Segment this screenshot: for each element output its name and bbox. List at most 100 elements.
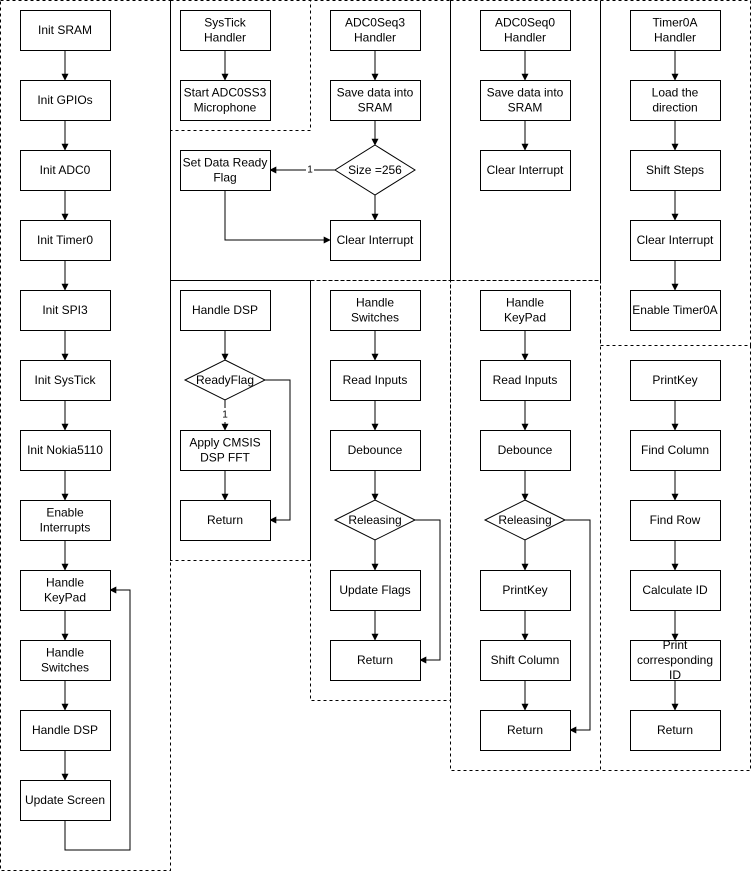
node-kp-debounce: Debounce bbox=[480, 430, 571, 471]
node-shift-steps: Shift Steps bbox=[630, 150, 721, 191]
switches-section bbox=[310, 280, 451, 701]
node-label: Print bbox=[663, 638, 688, 652]
node-label: Init SPI3 bbox=[42, 303, 88, 317]
node-label: Init SysTick bbox=[35, 373, 97, 387]
node-label: Init GPIOs bbox=[37, 93, 92, 107]
node-label: Releasing bbox=[348, 513, 401, 527]
node-label: corresponding bbox=[637, 653, 713, 667]
node-label: Handle bbox=[356, 296, 394, 310]
node-label: Save data into bbox=[337, 86, 414, 100]
node-sw-read: Read Inputs bbox=[330, 360, 421, 401]
systick-section bbox=[170, 0, 311, 131]
node-label: Timer0A bbox=[653, 16, 698, 30]
keypad-section bbox=[450, 280, 601, 771]
edge-label-ready-yes: 1 bbox=[222, 410, 228, 421]
node-pk-return: Return bbox=[630, 710, 721, 751]
node-init-timer0: Init Timer0 bbox=[20, 220, 111, 261]
node-main-handle-dsp: Handle DSP bbox=[20, 710, 111, 751]
node-label: Start ADC0SS3 bbox=[184, 86, 267, 100]
node-label: Interrupts bbox=[40, 521, 91, 535]
node-pk-calc-id: Calculate ID bbox=[630, 570, 721, 611]
node-label: Clear Interrupt bbox=[487, 163, 564, 177]
node-label: Shift Steps bbox=[646, 163, 704, 177]
node-label: Flag bbox=[213, 171, 236, 185]
node-set-flag: Set Data ReadyFlag bbox=[180, 150, 271, 191]
node-label: Handler bbox=[504, 31, 546, 45]
node-label: ADC0Seq0 bbox=[495, 16, 555, 30]
node-label: Return bbox=[657, 723, 693, 737]
edge-arrow bbox=[265, 379, 291, 524]
node-init-adc0: Init ADC0 bbox=[20, 150, 111, 191]
node-timer-clear: Clear Interrupt bbox=[630, 220, 721, 261]
node-label: Init ADC0 bbox=[40, 163, 91, 177]
node-pk-find-col: Find Column bbox=[630, 430, 721, 471]
node-label: Load the bbox=[652, 86, 699, 100]
node-label: Return bbox=[207, 513, 243, 527]
node-label: direction bbox=[652, 101, 697, 115]
node-label: Switches bbox=[41, 661, 89, 675]
node-kp-read: Read Inputs bbox=[480, 360, 571, 401]
node-dsp-handle: Handle DSP bbox=[180, 290, 271, 331]
node-seq3-clear: Clear Interrupt bbox=[330, 220, 421, 261]
node-init-gpios: Init GPIOs bbox=[20, 80, 111, 121]
node-label: Debounce bbox=[498, 443, 553, 457]
node-kp-releasing: Releasing bbox=[483, 499, 567, 541]
edge-arrow bbox=[64, 586, 131, 851]
node-label: PrintKey bbox=[502, 583, 547, 597]
node-label: Handle bbox=[506, 296, 544, 310]
node-label: Handle DSP bbox=[192, 303, 258, 317]
node-label: Handle bbox=[46, 576, 84, 590]
node-sw-return: Return bbox=[330, 640, 421, 681]
node-label: Calculate ID bbox=[642, 583, 708, 597]
node-label: Enable bbox=[46, 506, 84, 520]
node-label: Set Data Ready bbox=[183, 156, 268, 170]
node-label: Init Nokia5110 bbox=[27, 443, 103, 457]
node-ready-flag: ReadyFlag bbox=[183, 359, 267, 401]
node-label: Handler bbox=[354, 31, 396, 45]
node-label: Read Inputs bbox=[493, 373, 558, 387]
node-dsp-return: Return bbox=[180, 500, 271, 541]
node-init-sram: Init SRAM bbox=[20, 10, 111, 51]
node-label: Size =256 bbox=[348, 163, 402, 177]
node-enable-timer0a: Enable Timer0A bbox=[630, 290, 721, 331]
node-label: Update Screen bbox=[25, 793, 105, 807]
node-label: SysTick bbox=[204, 16, 247, 30]
node-label: Apply CMSIS bbox=[189, 436, 260, 450]
node-label: Handle DSP bbox=[32, 723, 98, 737]
node-seq0-clear: Clear Interrupt bbox=[480, 150, 571, 191]
node-label: Read Inputs bbox=[343, 373, 408, 387]
node-init-spi3: Init SPI3 bbox=[20, 290, 111, 331]
edge-arrow bbox=[415, 519, 441, 664]
node-label: ADC0Seq3 bbox=[345, 16, 405, 30]
node-init-systick: Init SysTick bbox=[20, 360, 111, 401]
node-label: Releasing bbox=[498, 513, 551, 527]
node-label: PrintKey bbox=[652, 373, 697, 387]
node-sw-update: Update Flags bbox=[330, 570, 421, 611]
node-label: Update Flags bbox=[339, 583, 410, 597]
node-sw-releasing: Releasing bbox=[333, 499, 417, 541]
node-label: ReadyFlag bbox=[196, 373, 254, 387]
node-size-decision: Size =256 bbox=[334, 144, 416, 196]
node-pk-find-row: Find Row bbox=[630, 500, 721, 541]
node-label: SRAM bbox=[508, 101, 543, 115]
node-label: Init Timer0 bbox=[37, 233, 93, 247]
node-init-nokia: Init Nokia5110 bbox=[20, 430, 111, 471]
node-label: Clear Interrupt bbox=[637, 233, 714, 247]
edge-arrow bbox=[565, 519, 591, 734]
edge-label-size-yes: 1 bbox=[307, 165, 313, 176]
node-pk-printkey: PrintKey bbox=[630, 360, 721, 401]
